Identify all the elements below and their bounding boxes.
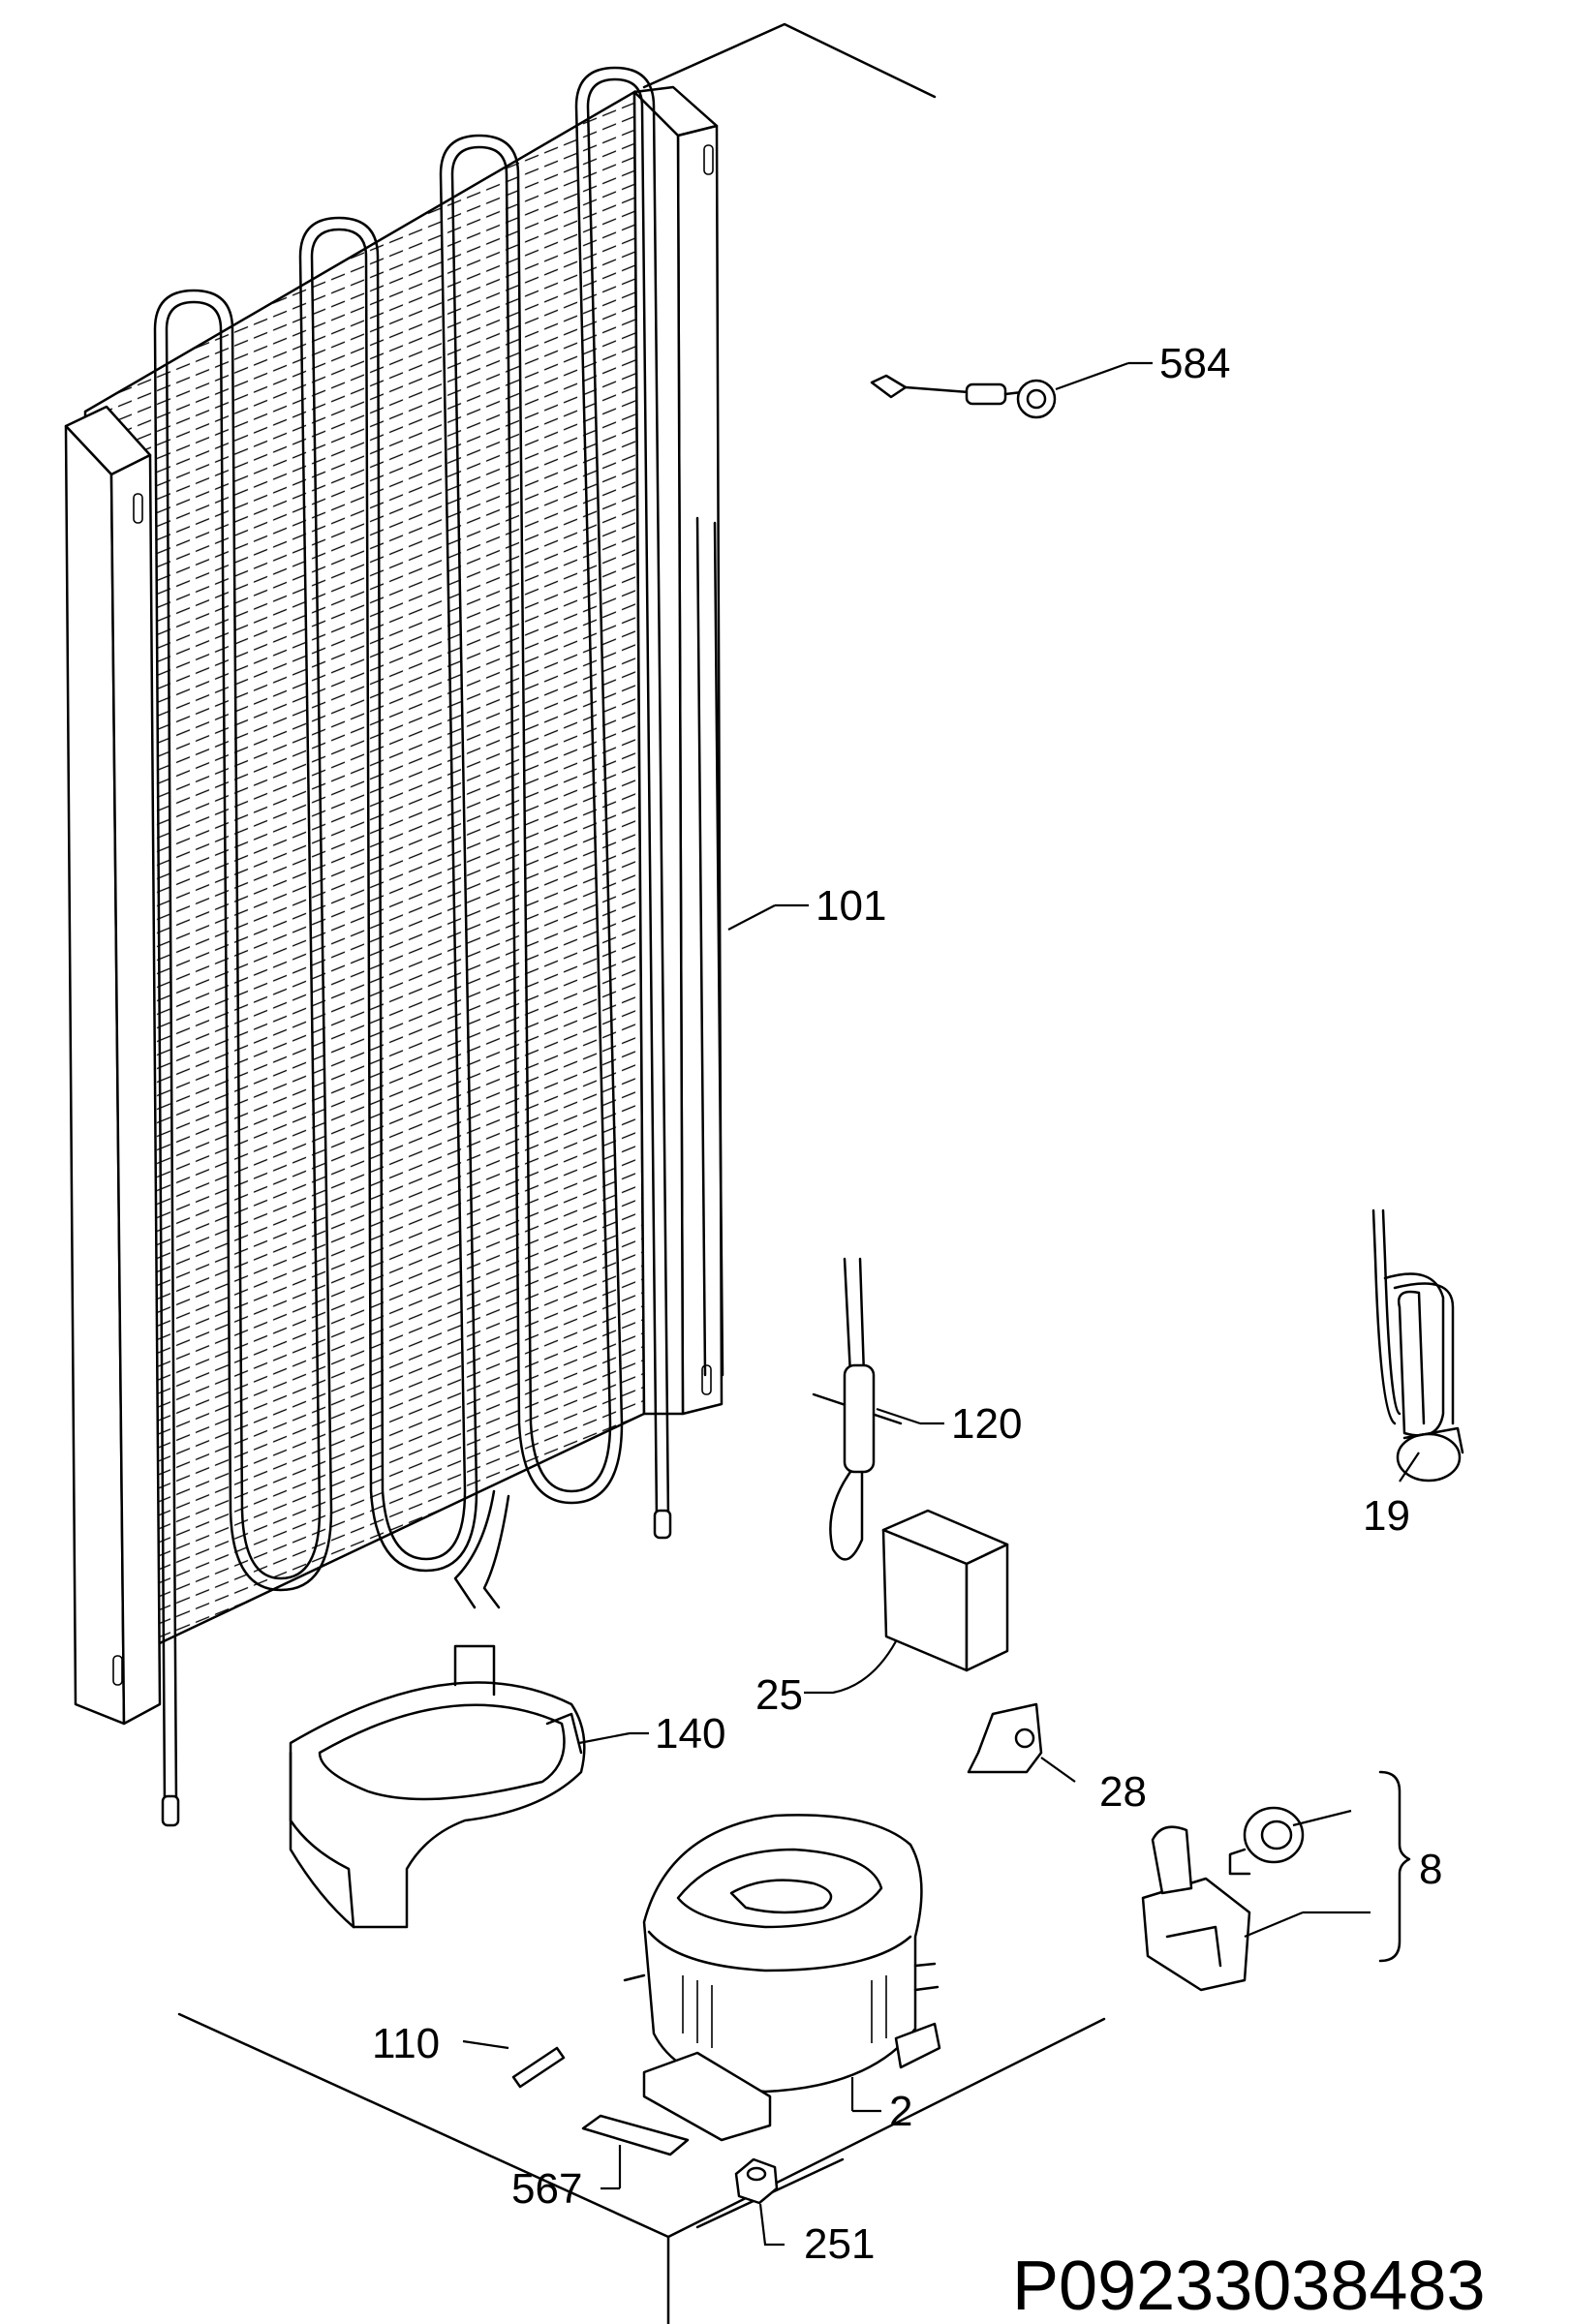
callout-label-251: 251 [804,2220,875,2268]
callout-label-584: 584 [1159,340,1230,387]
part-25 [804,1509,1009,1695]
part-251 [734,2157,785,2247]
callout-label-101: 101 [816,882,886,930]
callout-label-2: 2 [889,2088,912,2135]
callout-label-8: 8 [1419,1846,1442,1893]
callout-label-19: 19 [1363,1492,1410,1540]
callout-label-567: 567 [511,2165,582,2213]
callout-label-25: 25 [755,1671,803,1719]
part-2 [623,1814,941,2142]
document-code: P09233038483 [1012,2248,1486,2324]
part-19 [1371,1208,1464,1483]
callout-label-140: 140 [655,1710,725,1758]
part-567 [581,2114,690,2190]
condenser-101 [64,66,809,1827]
callout-label-110: 110 [372,2020,440,2067]
cabinet-outline [177,22,1106,2324]
callout-label-28: 28 [1099,1768,1147,1816]
part-110 [462,2039,566,2089]
part-28 [967,1702,1076,1783]
part-8 [1141,1770,1411,1992]
part-120 [812,1257,944,1561]
part-584 [870,361,1153,419]
callout-label-120: 120 [951,1400,1022,1448]
part-140 [289,1644,649,1929]
